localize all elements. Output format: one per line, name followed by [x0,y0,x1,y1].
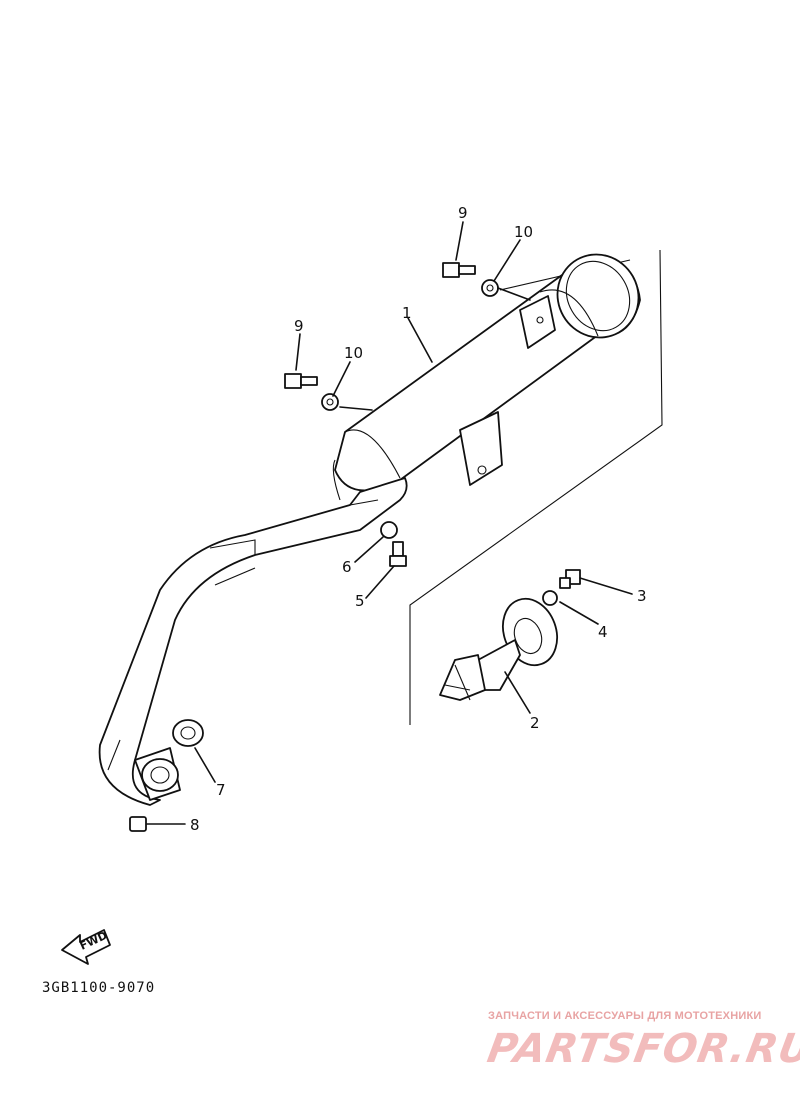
gasket-7 [172,719,204,747]
watermark-tagline: ЗАПЧАСТИ И АКСЕССУАРЫ ДЛЯ МОТОТЕХНИКИ [488,1010,762,1022]
callout-9-upper: 9 [458,204,468,222]
callout-9-lower: 9 [294,317,304,335]
bolt-9-upper [442,262,476,278]
silencer-insert [439,597,558,701]
washer-10-upper [481,279,499,297]
exhaust-pipe [98,477,408,806]
watermark-logo: PARTSFOR.RU [483,1026,800,1072]
callout-3: 3 [637,587,647,605]
bolt-3 [559,569,581,589]
callout-8: 8 [190,816,200,834]
callout-10-upper: 10 [514,223,533,241]
callout-4: 4 [598,623,608,641]
callout-10-lower: 10 [344,344,363,362]
fwd-arrow-icon: FWD [61,929,111,965]
nut-8 [129,816,147,832]
leader-lines [146,221,633,825]
bolt-5 [389,541,407,567]
bolt-9-lower [284,373,318,389]
muffler [332,253,641,501]
callout-2: 2 [530,714,540,732]
callout-7: 7 [216,781,226,799]
washer-4 [542,590,558,606]
washer-6 [380,521,398,539]
washer-10-lower [321,393,339,411]
diagram-code: 3GB1100-9070 [42,980,155,996]
callout-6: 6 [342,558,352,576]
callout-5: 5 [355,592,365,610]
callout-1: 1 [402,304,412,322]
